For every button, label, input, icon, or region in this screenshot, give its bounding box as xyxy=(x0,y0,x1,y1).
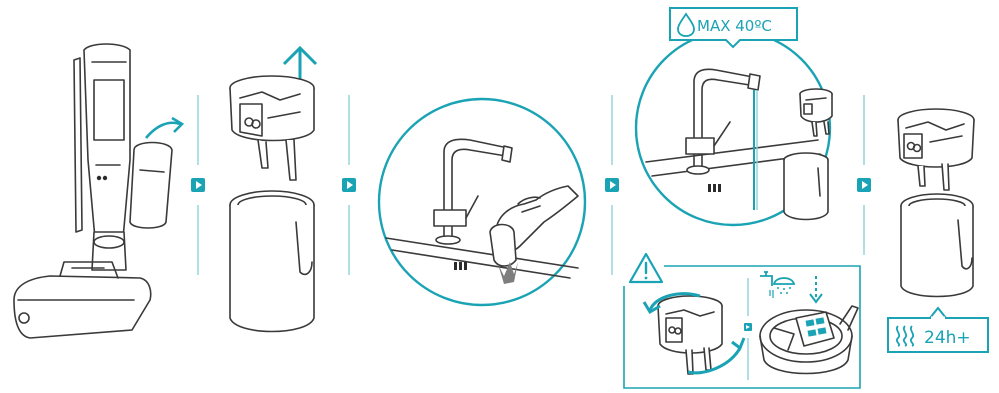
step-2-remove-filter xyxy=(229,45,318,333)
tank-base-illustration xyxy=(759,305,859,375)
warning-icon xyxy=(628,252,664,284)
separator-3 xyxy=(605,95,619,275)
twist-filter-illustration xyxy=(642,292,746,375)
step-3-rinse-filter xyxy=(377,97,587,307)
separator-1 xyxy=(191,95,205,275)
separator-2 xyxy=(342,95,356,275)
separator-4 xyxy=(857,95,871,255)
faucet-icon xyxy=(760,271,774,298)
step-5-dry: 24h+ xyxy=(887,108,989,353)
step-4-rinse-tank: MAX 40ºC xyxy=(634,7,833,227)
heat-waves-icon xyxy=(895,325,915,347)
water-drop-icon xyxy=(677,12,695,37)
drying-time-label: 24h+ xyxy=(924,328,971,348)
shower-icon xyxy=(772,277,796,294)
step-1-vacuum xyxy=(13,43,185,339)
max-temperature-label: MAX 40ºC xyxy=(697,17,772,35)
warning-panel xyxy=(623,252,861,389)
